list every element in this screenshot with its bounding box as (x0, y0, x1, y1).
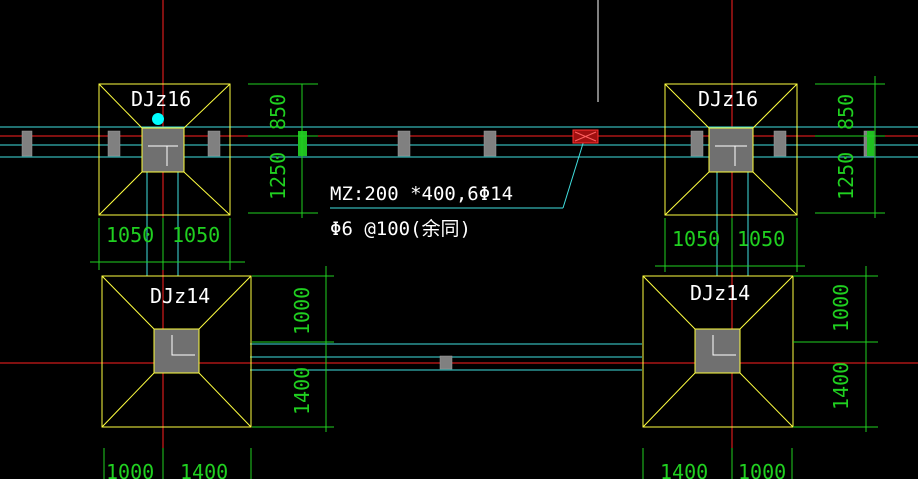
dim-bottom-right-h2: 1000 (738, 460, 786, 479)
dim-top-left-1250: 1250 (266, 152, 290, 200)
footing-fC[interactable] (101, 275, 252, 428)
dim-bottom-left-h2: 1400 (180, 460, 228, 479)
dim-bottom-left-h1: 1000 (106, 460, 154, 479)
pier-block[interactable] (439, 355, 453, 370)
dim-bottom-right-1400: 1400 (829, 362, 853, 410)
dim-top-right-h1: 1050 (672, 227, 720, 251)
dimension-texts: 850 1250 850 1250 1050 1050 1050 1050 10… (106, 94, 858, 479)
annotation-line-2: Φ6 @100(余同) (330, 218, 471, 240)
selected-block[interactable] (572, 129, 599, 144)
pier-block[interactable] (397, 130, 411, 157)
footing-label-bottom-left: DJz14 (150, 284, 210, 308)
pier-block[interactable] (107, 130, 121, 157)
dim-bottom-mid-1400: 1400 (290, 367, 314, 415)
footing-fA[interactable] (98, 83, 231, 216)
pier-block-green[interactable] (867, 131, 874, 156)
dim-top-right-1250: 1250 (834, 152, 858, 200)
footing-fD[interactable] (642, 275, 794, 428)
footing-label-top-right: DJz16 (698, 87, 758, 111)
pier-block[interactable] (21, 130, 33, 157)
footing-label-top-left: DJz16 (131, 87, 191, 111)
pier-block[interactable] (773, 130, 787, 157)
footings (98, 83, 798, 428)
dim-bottom-mid-1000: 1000 (290, 287, 314, 335)
grip-point[interactable] (152, 113, 164, 125)
dim-top-left-850: 850 (266, 94, 290, 130)
annotation-leader-line (562, 136, 586, 209)
footing-label-bottom-right: DJz14 (690, 281, 750, 305)
dim-bottom-right-1000: 1000 (829, 284, 853, 332)
footing-labels: DJz16 DJz16 DJz14 DJz14 (131, 87, 758, 308)
pier-block[interactable] (483, 130, 497, 157)
pier-block[interactable] (690, 130, 704, 157)
pier-block[interactable] (207, 130, 221, 157)
dim-top-right-h2: 1050 (737, 227, 785, 251)
dim-bottom-right-h1: 1400 (660, 460, 708, 479)
dimension-lines (90, 76, 885, 479)
dim-top-right-850: 850 (834, 94, 858, 130)
dim-top-left-h2: 1050 (172, 223, 220, 247)
footing-fB[interactable] (664, 83, 798, 216)
annotation-line-1: MZ:200 *400,6Φ14 (330, 183, 513, 205)
beam-annotation: MZ:200 *400,6Φ14 Φ6 @100(余同) (330, 183, 513, 240)
dim-top-left-h1: 1050 (106, 223, 154, 247)
